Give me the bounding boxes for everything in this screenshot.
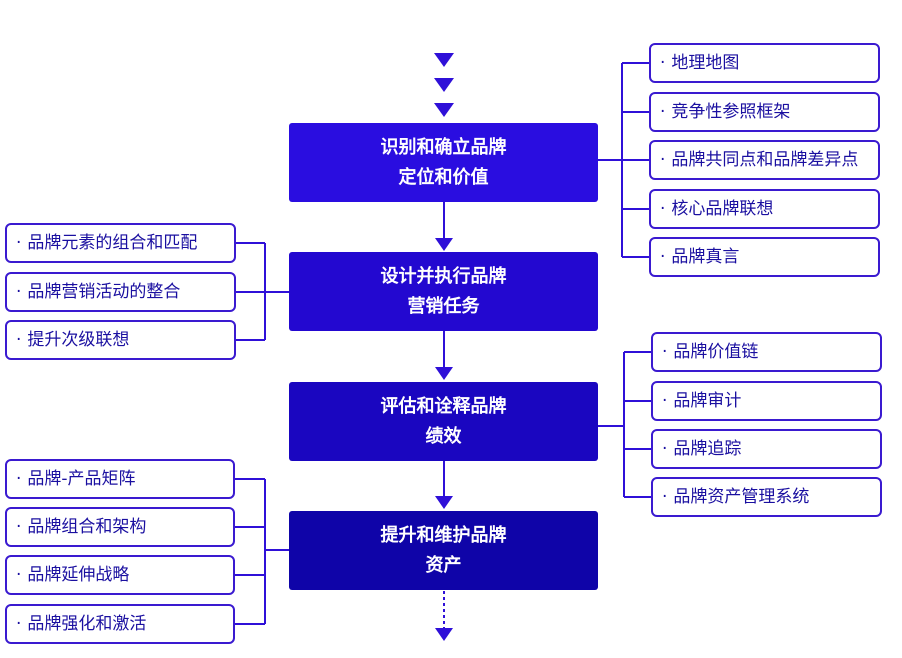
stage-arrow-3 (435, 496, 453, 509)
list-item: ·品牌资产管理系统 (651, 477, 882, 517)
list-item: ·品牌延伸战略 (5, 555, 235, 595)
list-item: ·品牌元素的组合和匹配 (5, 223, 236, 263)
list-item: ·品牌-产品矩阵 (5, 459, 235, 499)
entry-arrow-3 (434, 103, 454, 117)
list-item: ·竞争性参照框架 (649, 92, 880, 132)
exit-arrow (435, 628, 453, 641)
list-item: ·品牌组合和架构 (5, 507, 235, 547)
stage-arrow-2 (435, 367, 453, 380)
stage-identify-positioning: 识别和确立品牌 定位和价值 (289, 123, 598, 202)
stage-1-line-1: 识别和确立品牌 (380, 136, 507, 158)
list-item: ·提升次级联想 (5, 320, 236, 360)
stage-4-line-1: 提升和维护品牌 (380, 524, 507, 546)
list-item: ·地理地图 (649, 43, 880, 83)
list-item: ·品牌共同点和品牌差异点 (649, 140, 880, 180)
stage-measure-performance: 评估和诠释品牌 绩效 (289, 382, 598, 461)
stage-3-line-2: 绩效 (425, 425, 462, 447)
list-item: ·品牌强化和激活 (5, 604, 235, 644)
list-item: ·品牌审计 (651, 381, 882, 421)
stage-design-marketing: 设计并执行品牌 营销任务 (289, 252, 598, 331)
list-item: ·品牌追踪 (651, 429, 882, 469)
entry-arrow-1 (434, 53, 454, 67)
stage-2-line-2: 营销任务 (407, 295, 480, 317)
list-item: ·品牌营销活动的整合 (5, 272, 236, 312)
stage-1-line-2: 定位和价值 (398, 166, 489, 188)
stage-4-line-2: 资产 (425, 554, 462, 576)
list-item: ·品牌价值链 (651, 332, 882, 372)
stage-arrow-1 (435, 238, 453, 251)
list-item: ·品牌真言 (649, 237, 880, 277)
stage-grow-sustain-equity: 提升和维护品牌 资产 (289, 511, 598, 590)
stage-3-line-1: 评估和诠释品牌 (380, 395, 507, 417)
stage-2-line-1: 设计并执行品牌 (380, 265, 507, 287)
entry-arrow-2 (434, 78, 454, 92)
list-item: ·核心品牌联想 (649, 189, 880, 229)
